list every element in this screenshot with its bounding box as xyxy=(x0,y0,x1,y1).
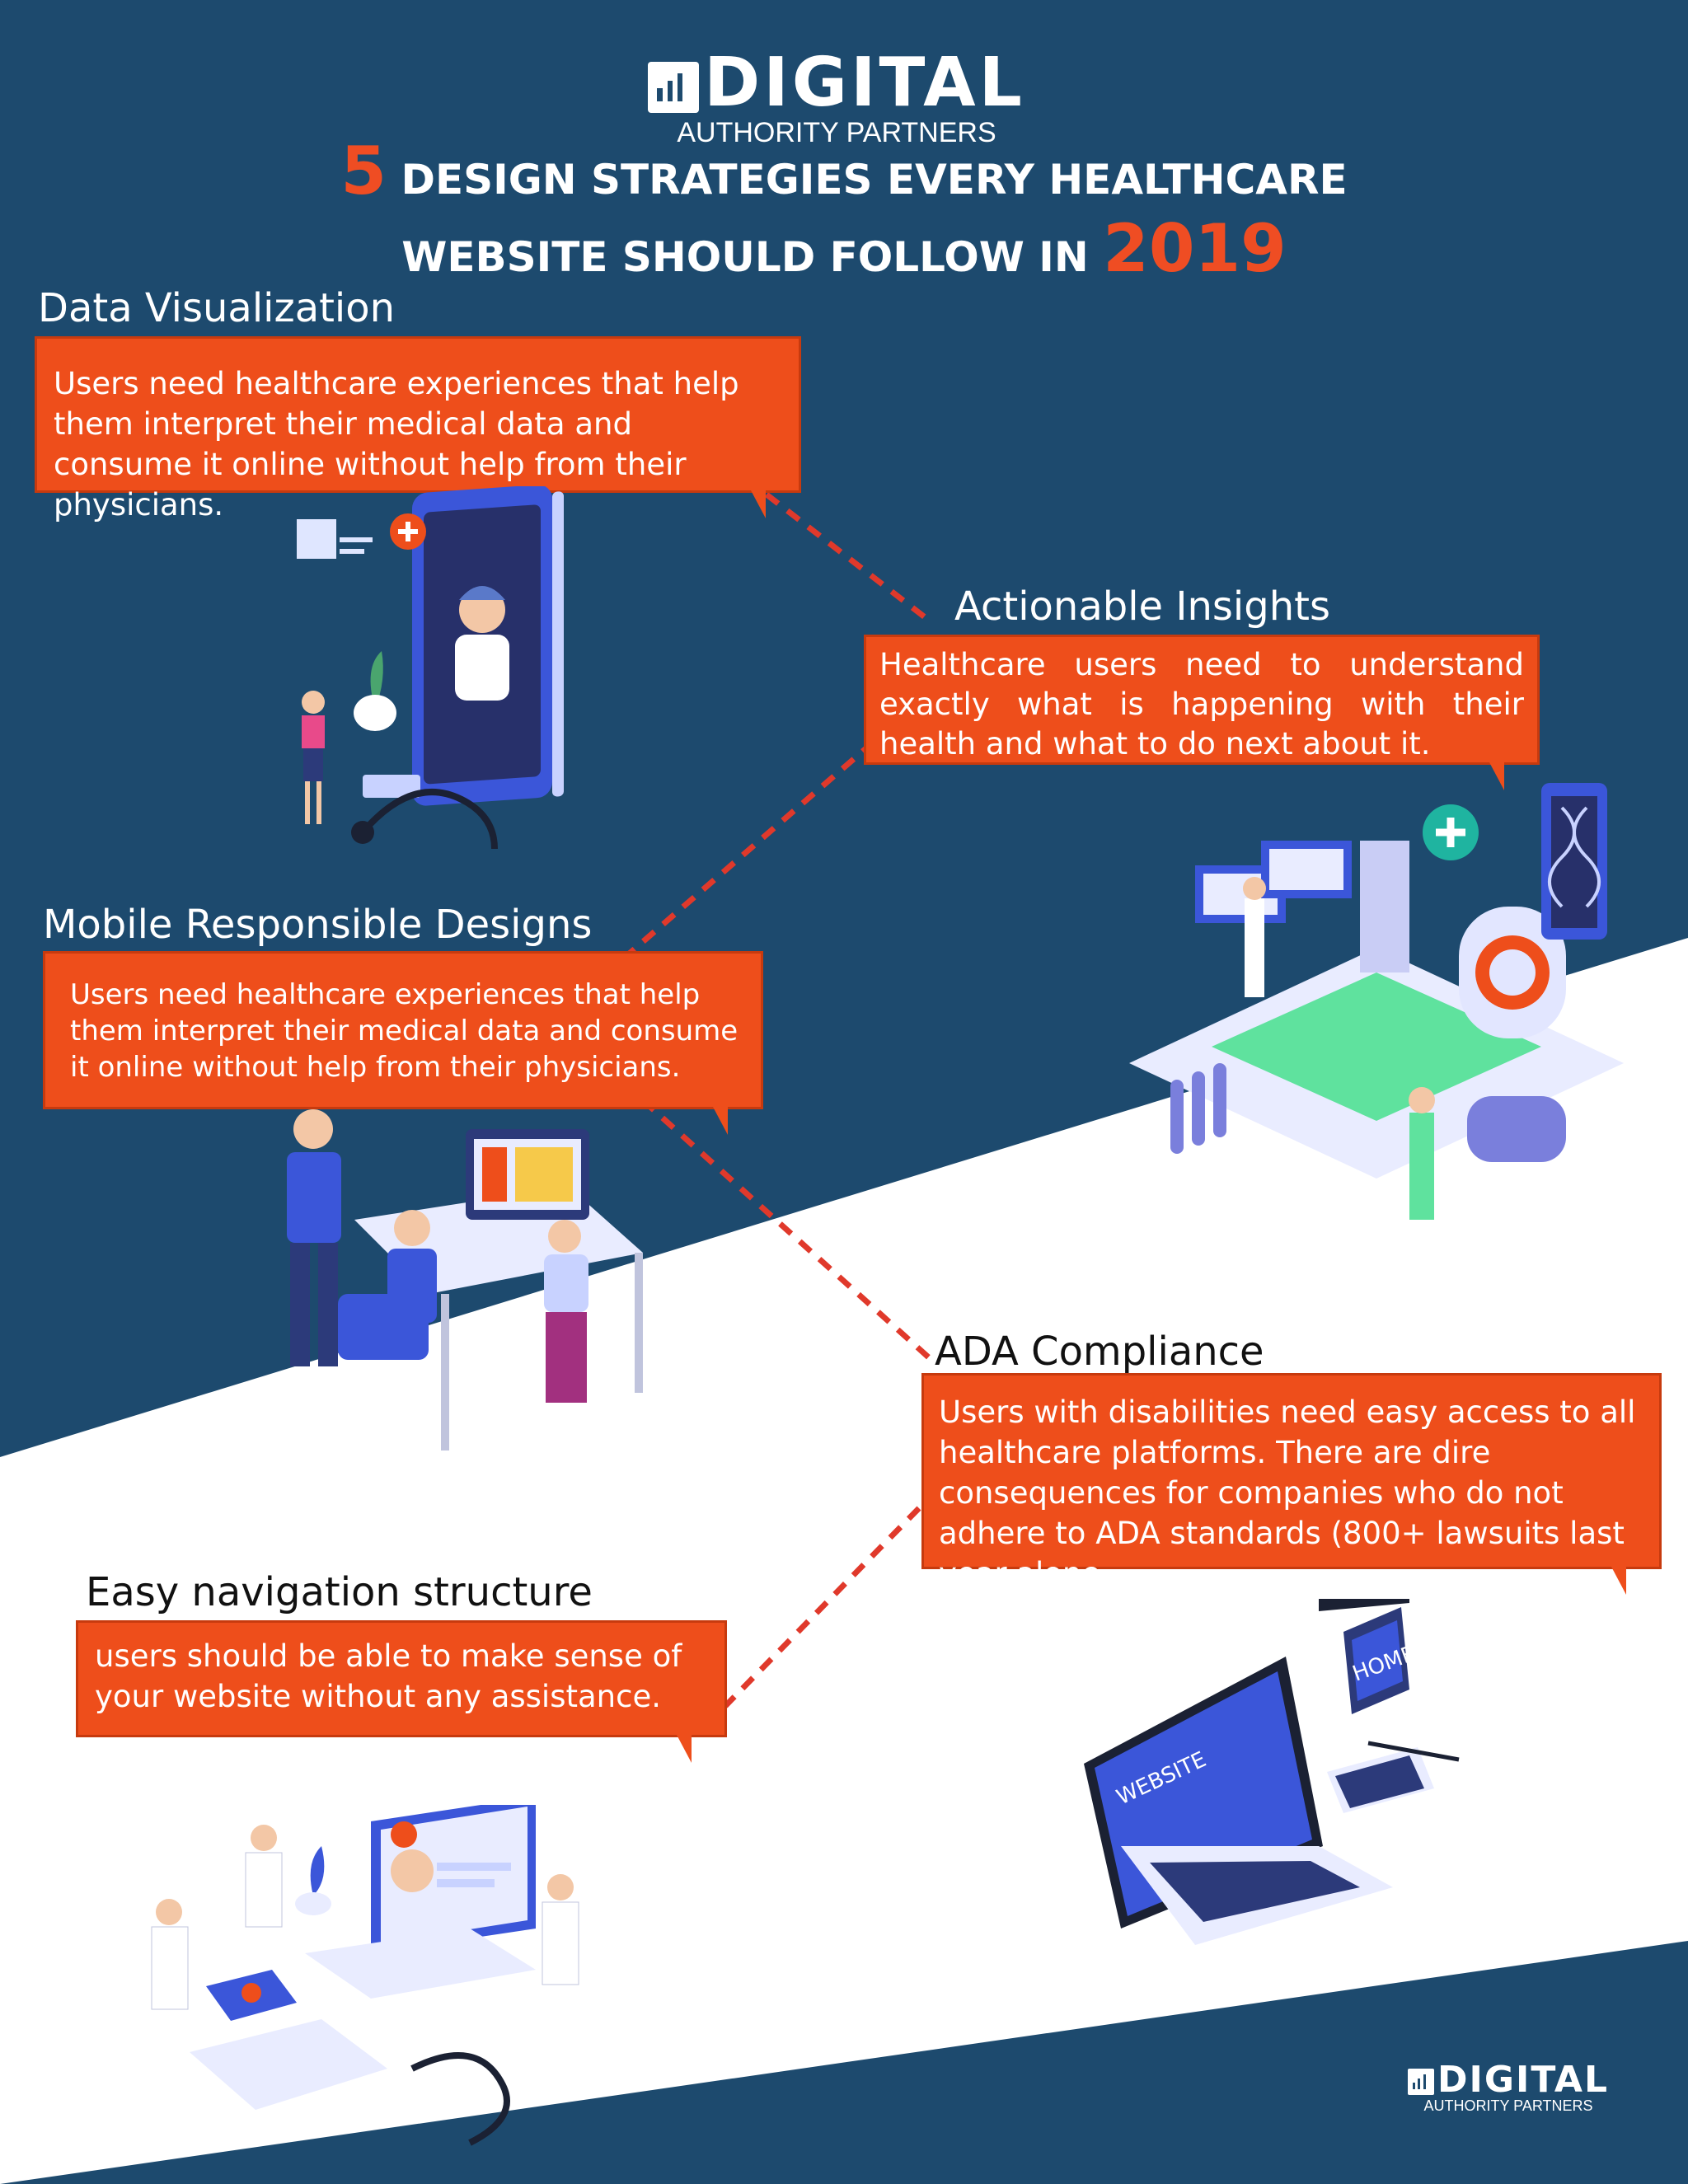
dashed-connectors xyxy=(624,492,934,1708)
title-line-1: 5 DESIGN STRATEGIES EVERY HEALTHCARE xyxy=(340,133,1348,209)
logo-mark-icon-bottom xyxy=(1407,2069,1434,2095)
heading-data-visualization: Data Visualization xyxy=(38,285,396,331)
telehealth-phone-illustration xyxy=(297,486,564,850)
heading-actionable-insights: Actionable Insights xyxy=(954,583,1330,630)
callout-ada-compliance: Users with disabilities need easy access… xyxy=(921,1373,1662,1595)
brand-logo-bottom: DIGITAL AUTHORITY PARTNERS xyxy=(1393,2062,1624,2113)
logo-mark-icon xyxy=(648,61,700,113)
doctors-laptop-illustration xyxy=(151,1805,579,2146)
brand-name: DIGITAL xyxy=(704,44,1025,122)
brand-tagline: AUTHORITY PARTNERS xyxy=(677,117,996,148)
page-title: 5 DESIGN STRATEGIES EVERY HEALTHCARE WEB… xyxy=(0,138,1688,290)
title-line-2: WEBSITE SHOULD FOLLOW IN 2019 xyxy=(401,210,1287,287)
title-number: 5 xyxy=(340,133,387,209)
title-year: 2019 xyxy=(1103,210,1287,287)
callout-data-visualization: Users need healthcare experiences that h… xyxy=(35,336,801,523)
office-team-illustration xyxy=(287,1109,643,1451)
callout-easy-navigation-structure: users should be able to make sense of yo… xyxy=(76,1620,727,1763)
callout-actionable-insights: Healthcare users need to understand exac… xyxy=(864,635,1540,790)
heading-mobile-responsible-designs: Mobile Responsible Designs xyxy=(43,902,593,948)
heading-ada-compliance: ADA Compliance xyxy=(935,1329,1264,1375)
callout-mobile-responsible-designs: Users need healthcare experiences that h… xyxy=(43,951,763,1135)
brand-logo-top: DIGITAL AUTHORITY PARTNERS xyxy=(635,49,1039,147)
heading-easy-navigation-structure: Easy navigation structure xyxy=(86,1569,593,1615)
hospital-lab-illustration xyxy=(1129,783,1624,1220)
laptop-website-illustration: WEBSITE HOME xyxy=(1084,1599,1460,1945)
